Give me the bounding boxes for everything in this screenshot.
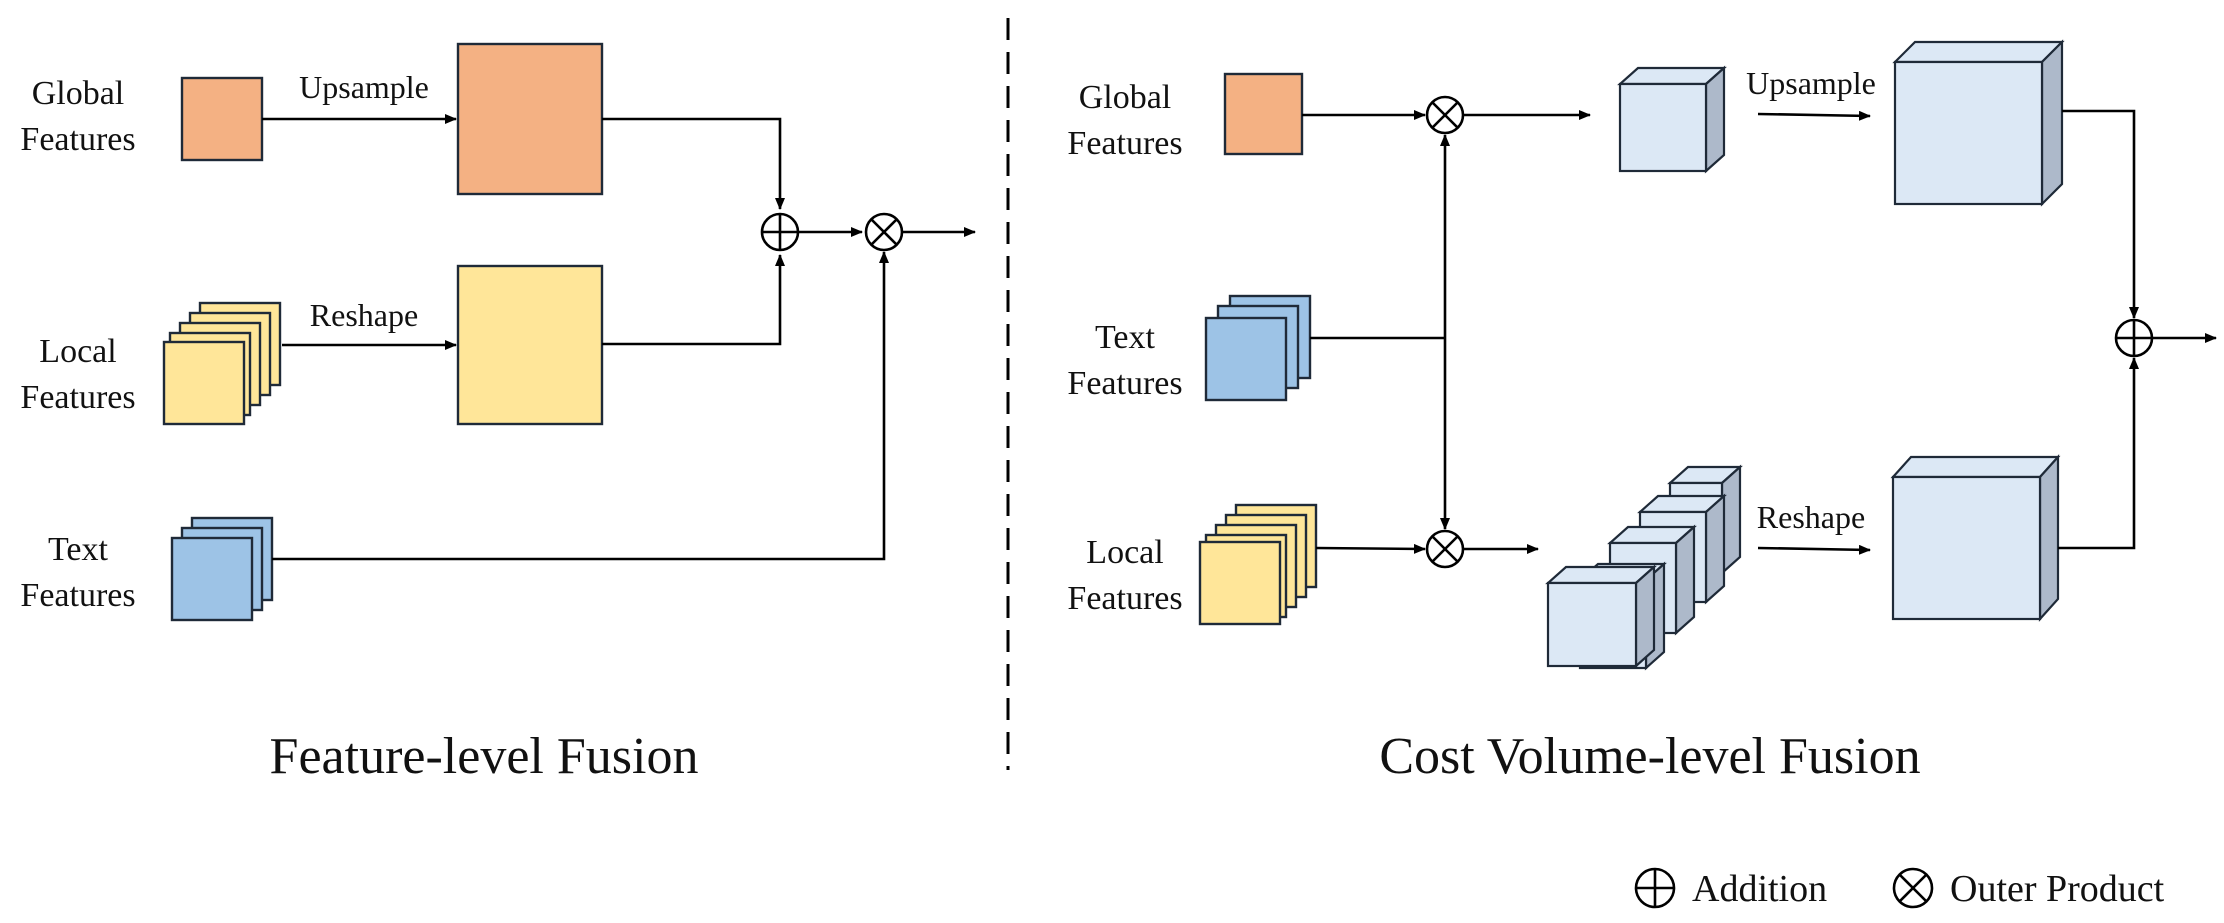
right-global-label-line1: Global (1079, 79, 1172, 116)
left-panel-title: Feature-level Fusion (270, 728, 699, 785)
right-outer-product-bottom-icon (1425, 529, 1465, 569)
right-cost-volume-cube-stack (1545, 464, 1743, 671)
left-global-upsampled-box (456, 42, 604, 196)
right-outer-product-top-icon (1425, 95, 1465, 135)
circle-times-icon (1892, 867, 1934, 909)
right-upsampled-cost-volume-cube (1892, 39, 2065, 207)
right-text-label-line2: Features (1067, 365, 1182, 402)
right-upsampled-to-add-line (2062, 109, 2139, 319)
legend-outer-product-label: Outer Product (1950, 868, 2165, 910)
right-global-feature-box (1223, 72, 1304, 156)
right-panel-title: Cost Volume-level Fusion (1379, 728, 1920, 785)
left-local-label-line2: Features (20, 379, 135, 416)
right-upsample-label: Upsample (1746, 65, 1876, 101)
circle-plus-icon (1634, 867, 1676, 909)
left-local-feature-stack (162, 301, 282, 426)
legend: Addition Outer Product (1634, 867, 2165, 910)
left-text-label-line2: Features (20, 577, 135, 614)
right-local-feature-stack (1198, 503, 1318, 626)
left-global-feature-box (180, 76, 264, 162)
right-global-label-line2: Features (1067, 125, 1182, 162)
left-global-label-line2: Features (20, 121, 135, 158)
right-reshaped-to-add-line (2058, 357, 2139, 550)
left-local-label-line1: Local (39, 333, 116, 370)
legend-addition-label: Addition (1692, 868, 1827, 910)
left-text-label-line1: Text (48, 531, 108, 568)
left-global-label-line1: Global (32, 75, 125, 112)
right-panel: Global Features Text Features Local Feat… (1067, 39, 2217, 785)
left-global-to-add-line (602, 117, 785, 210)
left-addition-icon (760, 212, 800, 252)
right-upsample-arrow (1757, 110, 1871, 121)
left-upsample-label: Upsample (299, 69, 429, 105)
right-text-feature-stack (1204, 294, 1312, 402)
left-text-feature-stack (170, 516, 274, 622)
right-reshaped-cost-volume-cube (1890, 454, 2061, 622)
left-text-to-product-line (272, 251, 889, 561)
left-local-to-add-line (602, 254, 785, 346)
right-addition-icon (2114, 318, 2154, 358)
left-panel: Global Features Local Features Text Feat… (20, 42, 976, 785)
right-text-label-line1: Text (1095, 319, 1155, 356)
right-local-to-product-arrow (1315, 543, 1426, 554)
right-reshape-arrow (1757, 544, 1871, 555)
right-local-label-line1: Local (1086, 534, 1163, 571)
left-outer-product-icon (864, 212, 904, 252)
left-local-reshaped-box (456, 264, 604, 426)
right-local-label-line2: Features (1067, 580, 1182, 617)
right-small-cost-volume-cube (1617, 65, 1727, 174)
left-reshape-label: Reshape (310, 297, 418, 333)
right-reshape-label: Reshape (1757, 499, 1865, 535)
